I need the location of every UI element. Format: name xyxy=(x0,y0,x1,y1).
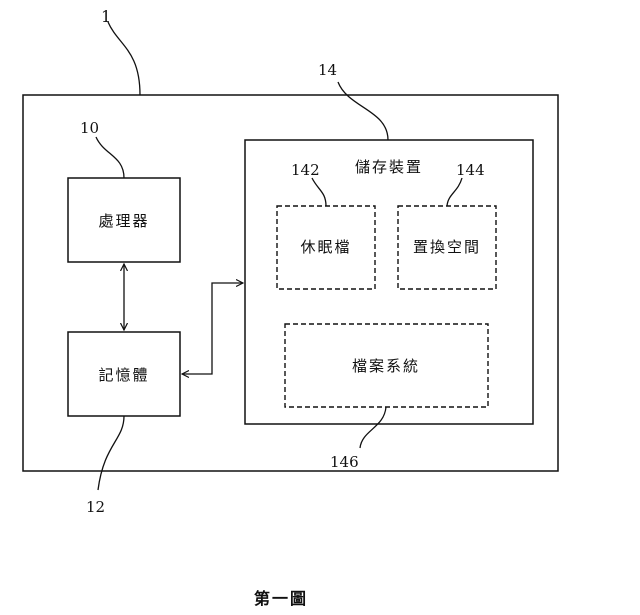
memory-storage-arrow xyxy=(182,283,243,374)
swap-space-ref: 144 xyxy=(456,161,485,179)
hibernation-file-leader xyxy=(311,177,327,207)
system-ref: 1 xyxy=(101,7,111,26)
swap-space-label: 置換空間 xyxy=(413,238,481,256)
processor-label: 處理器 xyxy=(98,212,149,230)
file-system-box xyxy=(284,323,489,408)
processor-leader xyxy=(95,136,125,179)
storage-leader xyxy=(337,81,389,141)
storage-label: 儲存裝置 xyxy=(355,158,423,176)
file-system-label: 檔案系統 xyxy=(352,357,420,375)
system-leader xyxy=(107,21,141,96)
file-system-leader xyxy=(359,406,387,449)
storage-box xyxy=(244,139,534,425)
hibernation-file-ref: 142 xyxy=(291,161,320,179)
processor-ref: 10 xyxy=(80,119,99,137)
figure-caption: 第一圖 xyxy=(254,589,308,608)
hibernation-file-label: 休眠檔 xyxy=(300,238,351,256)
storage-ref: 14 xyxy=(318,61,337,79)
file-system-ref: 146 xyxy=(330,453,359,471)
memory-ref: 12 xyxy=(86,498,105,516)
memory-label: 記憶體 xyxy=(98,366,149,384)
swap-space-leader xyxy=(446,177,463,207)
processor-box xyxy=(67,177,181,263)
memory-leader xyxy=(97,415,125,491)
